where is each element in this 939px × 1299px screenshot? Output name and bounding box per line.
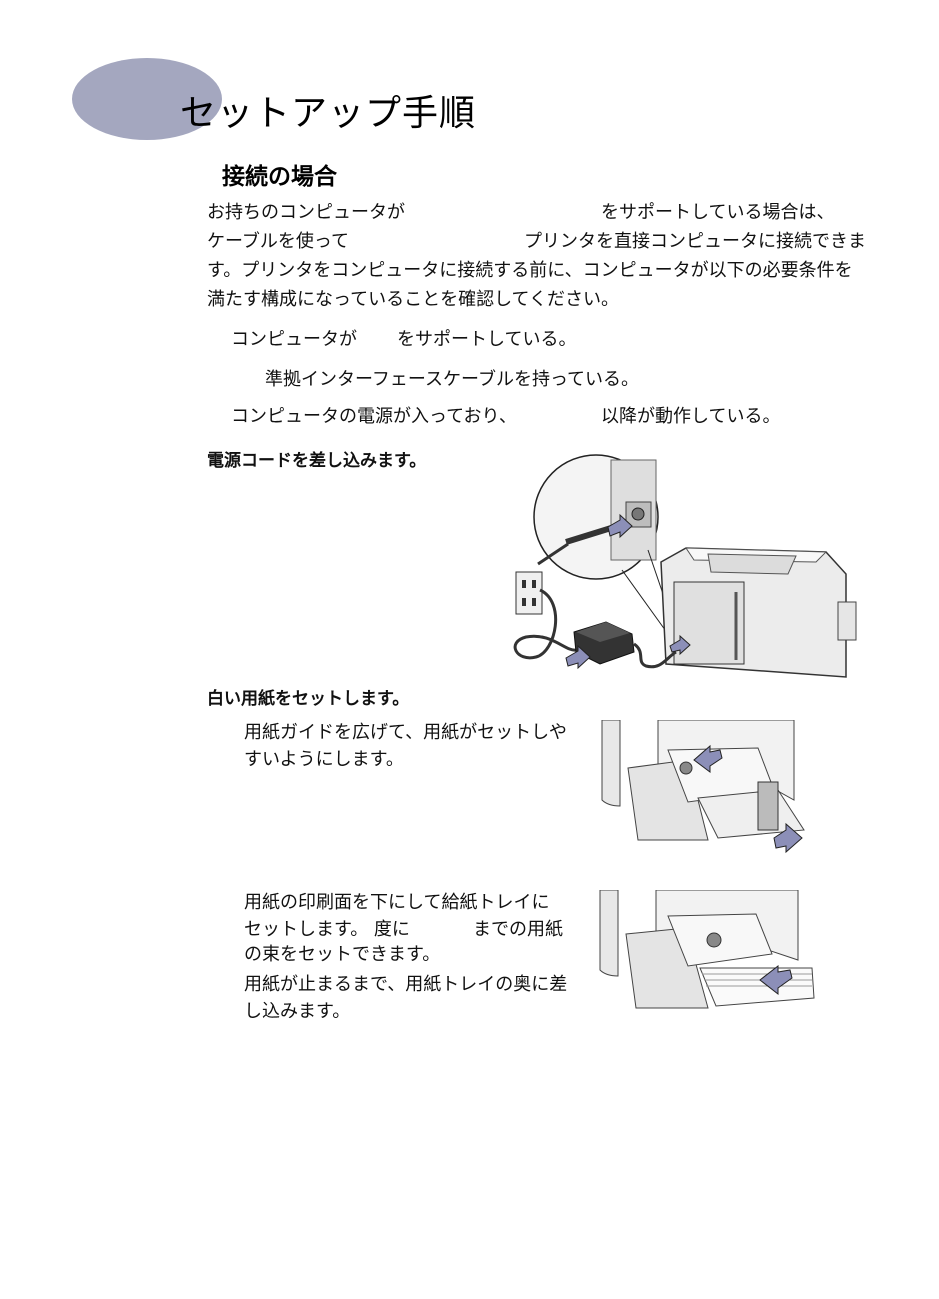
intro-line-4: 満たす構成になっていることを確認してください。 xyxy=(207,289,620,310)
arrow-icon xyxy=(773,822,803,854)
requirement-3b: 以降が動作している。 xyxy=(601,406,781,427)
arrow-icon xyxy=(759,964,793,996)
step2-a-line-1: 用紙ガイドを広げて、用紙がセットしや xyxy=(244,722,567,743)
arrow-icon xyxy=(693,744,723,773)
intro-line-2a: ケーブルを使って xyxy=(207,231,350,252)
step2-b-line-2a: セットします。 度に xyxy=(244,919,410,940)
section-heading: 接続の場合 xyxy=(222,164,337,190)
paper-guide-illustration xyxy=(601,720,805,854)
step2-a-line-2: すいようにします。 xyxy=(244,749,404,770)
arrow-icon xyxy=(607,513,633,539)
step1-heading: 電源コードを差し込みます。 xyxy=(207,451,427,471)
title-decoration-circle xyxy=(72,58,222,140)
requirement-1b: をサポートしている。 xyxy=(397,329,577,350)
step2-heading: 白い用紙をセットします。 xyxy=(207,689,410,709)
step2-b-line-2b: までの用紙 xyxy=(473,919,563,940)
arrow-icon xyxy=(565,644,591,670)
intro-line-1b: をサポートしている場合は、 xyxy=(601,202,835,223)
power-cord-illustration xyxy=(513,454,857,678)
step2-b-line-3: の束をセットできます。 xyxy=(244,944,441,965)
intro-line-2b: プリンタを直接コンピュータに接続できま xyxy=(524,231,866,252)
requirement-1a: コンピュータが xyxy=(231,329,357,350)
requirement-2: 準拠インターフェースケーブルを持っている。 xyxy=(265,369,640,390)
arrow-icon xyxy=(669,634,691,656)
requirement-3a: コンピュータの電源が入っており、 xyxy=(231,406,517,427)
paper-loading-illustration xyxy=(599,890,815,1009)
intro-line-1a: お持ちのコンピュータが xyxy=(207,202,405,223)
step2-c-line-1: 用紙が止まるまで、用紙トレイの奥に差 xyxy=(244,974,568,995)
step2-c-line-2: し込みます。 xyxy=(244,1001,351,1022)
intro-line-3: す。プリンタをコンピュータに接続する前に、コンピュータが以下の必要条件を xyxy=(207,260,853,281)
step2-b-line-1: 用紙の印刷面を下にして給紙トレイに xyxy=(244,892,550,913)
page-title: セットアップ手順 xyxy=(180,93,477,134)
